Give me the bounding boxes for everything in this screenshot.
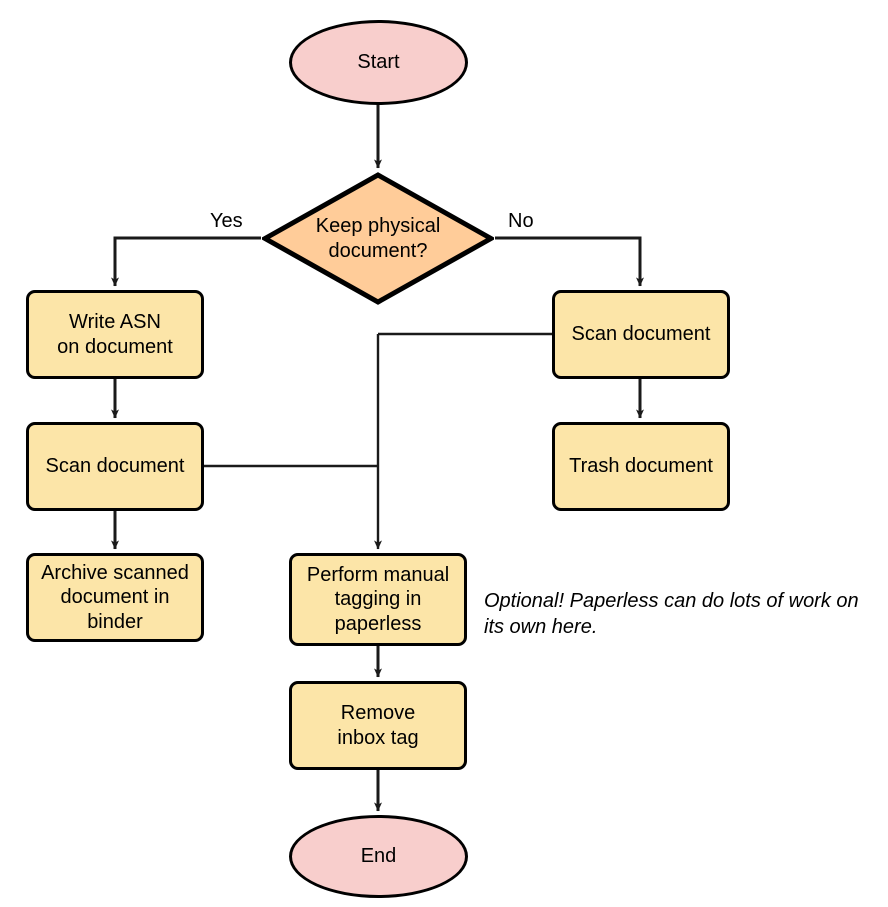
decision-diamond-shape: [262, 172, 494, 305]
node-decision-keep-physical-document[interactable]: Keep physical document?: [262, 172, 494, 305]
node-write-asn-label: Write ASN on document: [57, 311, 173, 358]
node-scan-document-left-label: Scan document: [45, 455, 185, 478]
node-trash-document-label: Trash document: [569, 455, 713, 478]
edge-decision-no-to-scan-right: [495, 236, 644, 287]
node-end[interactable]: End: [289, 815, 468, 898]
node-start[interactable]: Start: [289, 20, 468, 105]
edge-label-yes: Yes: [210, 210, 243, 232]
node-perform-manual-tagging[interactable]: Perform manual tagging in paperless: [289, 553, 467, 646]
node-remove-inbox-tag[interactable]: Remove inbox tag: [289, 681, 467, 770]
edge-label-no: No: [508, 210, 534, 232]
node-scan-document-right[interactable]: Scan document: [552, 290, 730, 379]
node-scan-document-right-label: Scan document: [571, 323, 711, 346]
node-archive-label: Archive scanned document in binder: [41, 561, 189, 633]
annotation-optional-note: Optional! Paperless can do lots of work …: [484, 590, 859, 638]
node-end-label: End: [360, 845, 397, 868]
node-write-asn-on-document[interactable]: Write ASN on document: [26, 290, 204, 379]
node-start-label: Start: [357, 51, 400, 74]
node-manual-tagging-label: Perform manual tagging in paperless: [306, 563, 450, 635]
node-archive-scanned-document[interactable]: Archive scanned document in binder: [26, 553, 204, 642]
edge-decision-yes-to-write-asn: [111, 236, 261, 287]
node-decision-label: Keep physical document?: [315, 215, 441, 262]
node-remove-inbox-tag-label: Remove inbox tag: [337, 702, 419, 749]
node-scan-document-left[interactable]: Scan document: [26, 422, 204, 511]
node-trash-document[interactable]: Trash document: [552, 422, 730, 511]
